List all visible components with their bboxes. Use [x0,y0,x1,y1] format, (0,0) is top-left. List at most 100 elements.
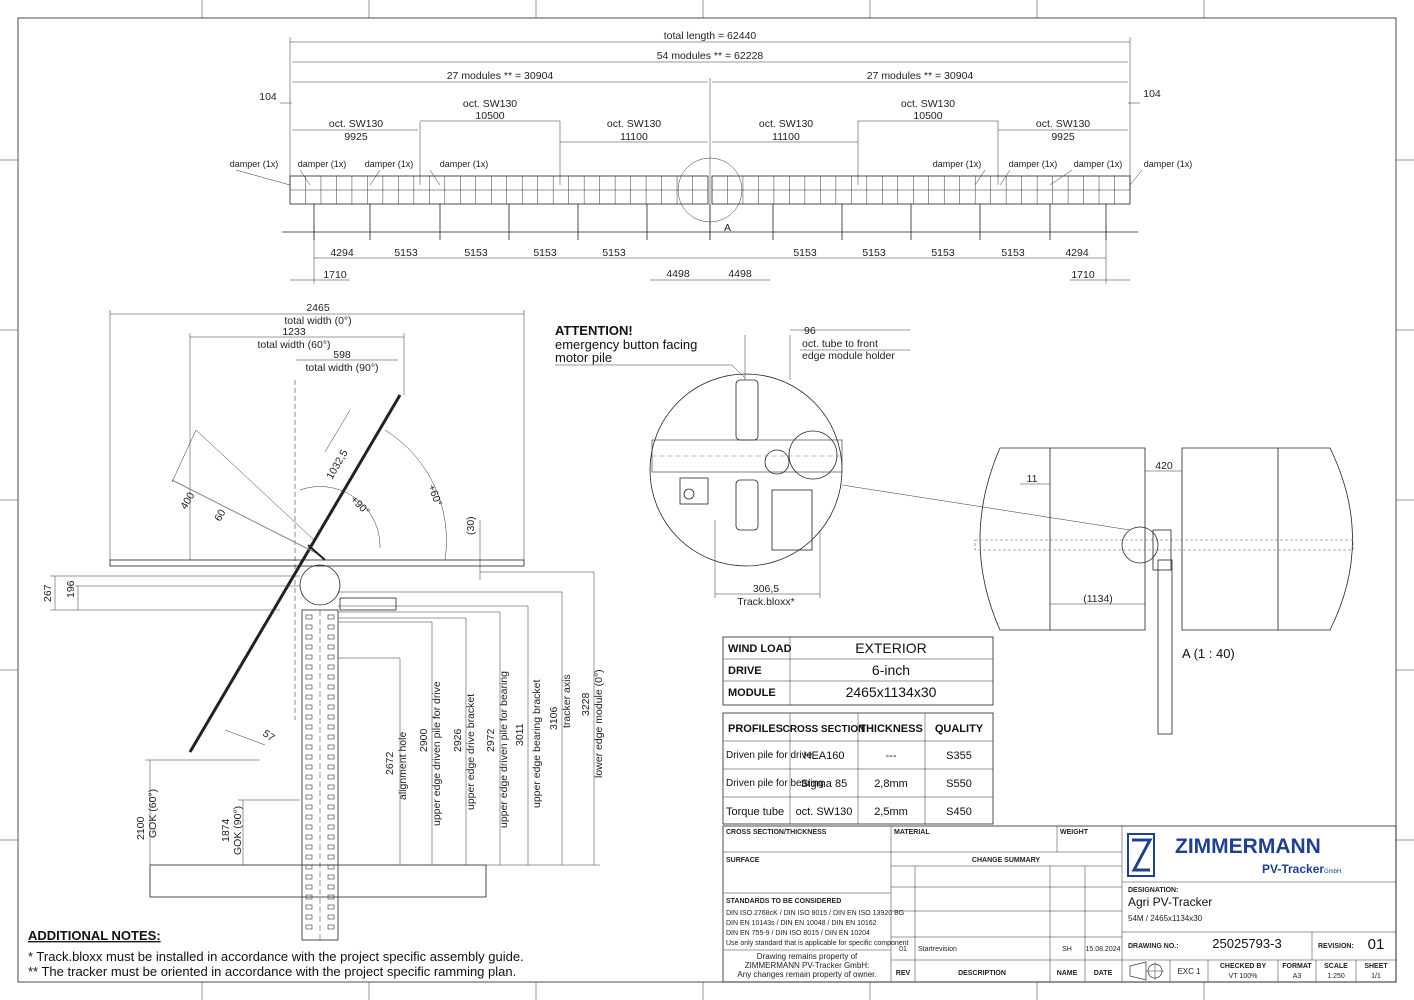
pile-hole [305,654,313,660]
tube-6-name: oct. SW130 [1036,118,1090,130]
prof-row3-quality: S450 [946,806,972,818]
tb-designation-label: DESIGNATION: [1128,887,1178,894]
pile-hole [305,914,313,920]
pile-hole [305,924,313,930]
spacing-4: 5153 [533,247,557,259]
tb-drawing-no: 25025793-3 [1212,936,1281,951]
tb-standard-2: DIN EN 10143s / DIN EN 10048 / DIN EN 10… [726,920,877,927]
pile-hole [305,614,313,620]
pile-hole [305,624,313,630]
section-marker-a: A [724,222,731,234]
h-3106-label: tracker axis [561,674,573,728]
prof-row2-quality: S550 [946,778,972,790]
tube-6-len: 9925 [1051,131,1075,143]
width-90-val: 598 [333,349,351,361]
pile-hole [327,834,335,840]
spacing-7: 5153 [862,247,886,259]
tb-col-desc: DESCRIPTION [958,970,1006,977]
tube-1-len: 9925 [344,131,368,143]
tb-revision: 01 [1368,936,1385,953]
detail-oct-line2: edge module holder [802,350,895,362]
pile-hole [305,694,313,700]
zimmermann-logo: ZIMMERMANN PV-Tracker GmbH [1127,833,1341,877]
pile-hole [327,874,335,880]
prof-row2-thick: 2,8mm [874,778,908,790]
tb-col-name: NAME [1057,970,1078,977]
prof-row3-thick: 2,5mm [874,806,908,818]
pile-hole [305,754,313,760]
prof-header-1: PROFILES [728,723,783,735]
h-3106-val: 3106 [548,706,560,730]
spacing-dims: 4294 5153 5153 5153 5153 5153 5153 5153 … [290,225,1130,284]
profiles-table: PROFILES CROSS SECTION THICKNESS QUALITY… [722,712,994,825]
tb-drawing-no-label: DRAWING NO.: [1128,943,1179,950]
note-2: ** The tracker must be oriented in accor… [28,964,516,979]
pile-hole [327,774,335,780]
pile-hole [305,724,313,730]
tube-4-len: 11100 [772,131,800,143]
h-3011-label: upper edge bearing bracket [531,679,543,808]
pile-hole [327,864,335,870]
additional-notes: ADDITIONAL NOTES: * Track.bloxx must be … [28,928,524,979]
title-block: CROSS SECTION/THICKNESS MATERIAL WEIGHT … [722,825,1397,983]
attention-note: ATTENTION! emergency button facing motor… [555,323,746,379]
projection-icon [1129,961,1164,981]
pile-hole [327,634,335,640]
tb-format: A3 [1293,973,1302,980]
pile-hole [327,764,335,770]
attention-line1: emergency button facing [555,337,697,352]
pile-hole [327,714,335,720]
attention-title: ATTENTION! [555,323,633,338]
edge-right-label: 104 [1143,88,1161,100]
pile-hole [327,904,335,910]
half-left-label: 27 modules ** = 30904 [447,70,554,82]
torque-tube-labels: oct. SW130 9925 oct. SW130 10500 oct. SW… [292,98,1128,185]
prof-header-3: THICKNESS [859,723,923,735]
pile-hole [327,914,335,920]
h-2926-val: 2926 [452,728,464,752]
tb-scale: 1:250 [1327,973,1345,980]
pile-hole [305,854,313,860]
attention-line2: motor pile [555,350,612,365]
inner-left-dim: 4498 [666,268,690,280]
pile-hole [305,904,313,910]
spec-val-1: EXTERIOR [855,640,927,656]
pile-hole [305,804,313,810]
note-1: * Track.bloxx must be installed in accor… [28,949,524,964]
height-dims: 2672 alignment hole 2900 upper edge driv… [384,669,605,828]
spacing-9: 5153 [1001,247,1025,259]
pile-hole [327,624,335,630]
dim-60: 60 [212,507,228,523]
h-2900-label: upper edge driven pile for drive [431,681,443,826]
tb-surface-label: SURFACE [726,857,760,864]
modules-total-label: 54 modules ** = 62228 [657,50,764,62]
pile-hole [327,854,335,860]
pile-hole [327,654,335,660]
logo-main: ZIMMERMANN [1175,835,1321,858]
tb-checked-label: CHECKED BY [1220,963,1267,970]
tb-rev-date: 15.08.2024 [1085,946,1120,953]
pile-hole [327,614,335,620]
pile-hole [327,744,335,750]
prof-row3-cross: oct. SW130 [796,806,853,818]
dim-1032: 1032,5 [324,448,351,482]
pile-hole [327,734,335,740]
pile-hole [305,664,313,670]
pile-hole [305,634,313,640]
section-a-view: 11 420 (1134) A (1 : 40) [974,447,1354,735]
width-90-label: total width (90°) [305,362,378,374]
gok90-val: 1874 [220,818,232,842]
tb-scale-label: SCALE [1324,963,1348,970]
tb-revision-label: REVISION: [1318,943,1354,950]
tube-5-len: 10500 [913,110,942,122]
pile-hole [327,814,335,820]
prof-row1-quality: S355 [946,750,972,762]
damper-label-2: damper (1x) [298,159,347,169]
tb-sheet-label: SHEET [1364,963,1388,970]
end-right-dim: 1710 [1071,269,1095,281]
tb-checked: VT 100% [1229,973,1258,980]
pile-hole [327,684,335,690]
detail-circle: 96 oct. tube to front edge module holder… [649,325,1131,608]
edge-left-label: 104 [259,91,277,103]
tb-property-2: ZIMMERMANN PV-Tracker GmbH: [745,961,870,970]
